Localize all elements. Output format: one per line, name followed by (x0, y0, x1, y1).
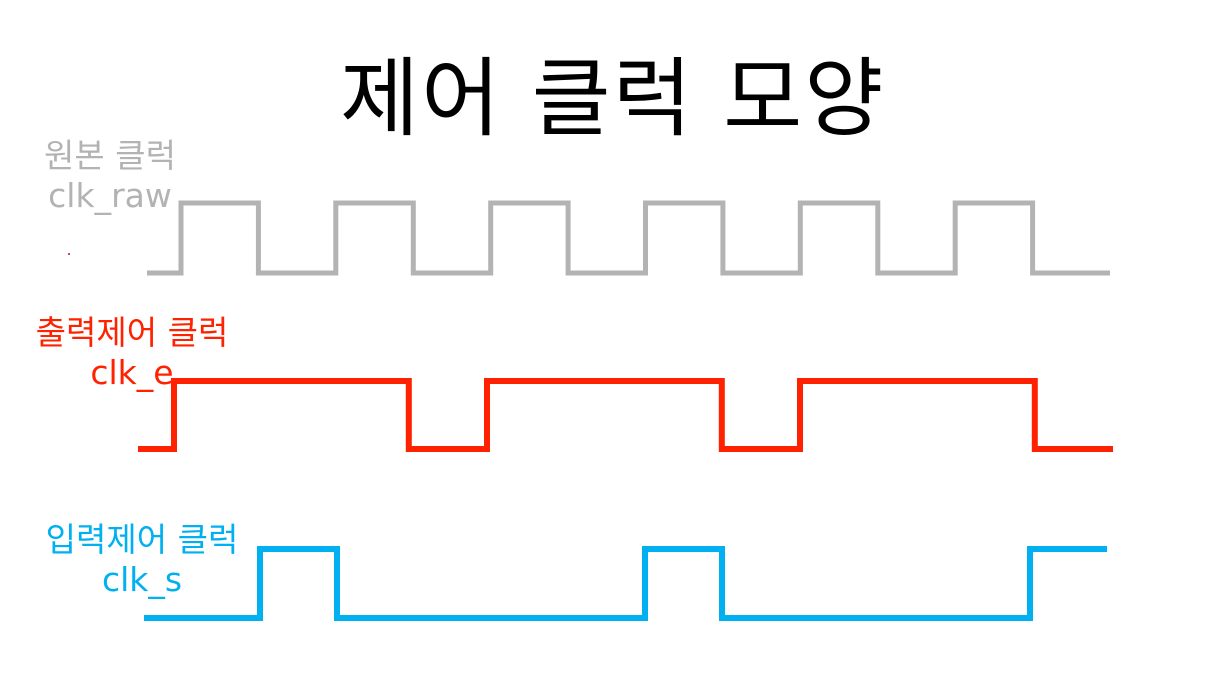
clk-s-name: 입력제어 클럭 (45, 520, 239, 559)
clk-raw-label: 원본 클럭 clk_raw (20, 136, 200, 215)
clk-raw-signal: clk_raw (48, 175, 172, 215)
clk-s-signal: clk_s (101, 559, 183, 599)
clk-raw-name: 원본 클럭 (44, 136, 176, 175)
stray-dot (68, 253, 70, 255)
page-title: 제어 클럭 모양 (340, 49, 886, 149)
clk-s-label: 입력제어 클럭 clk_s (18, 520, 266, 599)
clk-e-signal: clk_e (90, 352, 174, 392)
clk_e-waveform (138, 378, 1113, 452)
clk_raw-waveform (147, 200, 1110, 276)
clk-e-name: 출력제어 클럭 (35, 313, 229, 352)
clk-e-label: 출력제어 클럭 clk_e (8, 313, 256, 392)
clk_s-waveform (144, 546, 1107, 621)
